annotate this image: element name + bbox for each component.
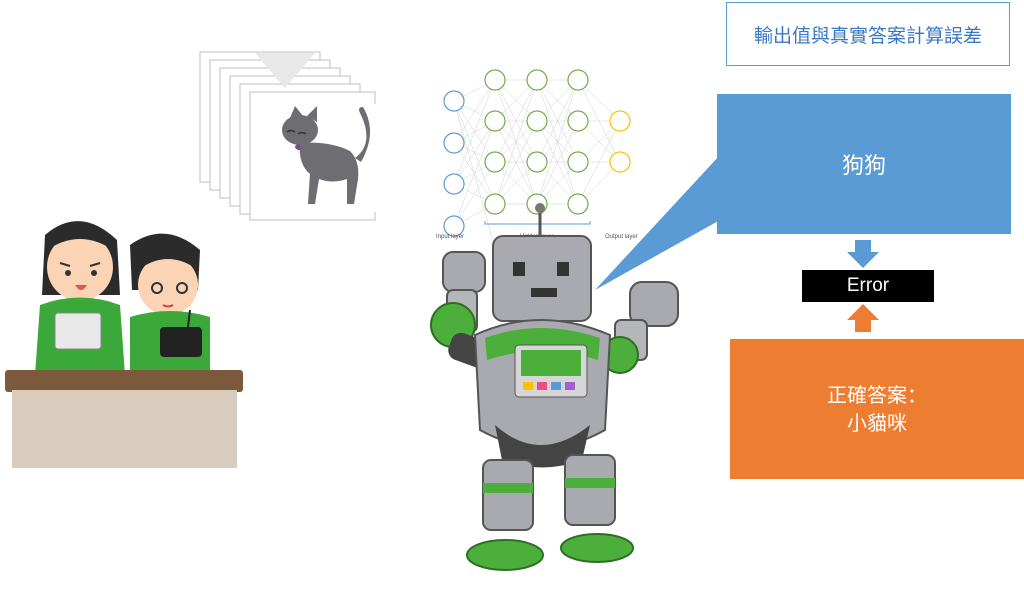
cat-icon [273, 104, 378, 212]
input-layer-label: Input layer [436, 234, 465, 240]
people-at-desk-illustration [5, 221, 243, 468]
prediction-box: 狗狗 [717, 94, 1011, 234]
cat-image-stack [199, 51, 378, 221]
neural-network-diagram [443, 69, 631, 241]
title-box: 輸出值與真實答案計算誤差 [726, 2, 1010, 66]
hidden-layer-nodes [484, 69, 589, 215]
output-layer-nodes [609, 110, 631, 173]
speech-callout-tail [595, 155, 720, 290]
up-arrow-icon [847, 304, 879, 332]
down-arrow-icon [847, 240, 879, 268]
answer-line-2: 小貓咪 [847, 411, 907, 435]
title-text: 輸出值與真實答案計算誤差 [753, 24, 982, 47]
prediction-text: 狗狗 [841, 154, 886, 179]
input-layer-nodes [443, 90, 465, 237]
output-layer-label: Output layer [605, 234, 638, 240]
error-box: Error [802, 270, 934, 302]
error-text: Error [846, 275, 890, 296]
robot-icon [430, 203, 679, 571]
answer-line-1: 正確答案： [827, 383, 927, 407]
answer-box: 正確答案： 小貓咪 [730, 339, 1024, 479]
